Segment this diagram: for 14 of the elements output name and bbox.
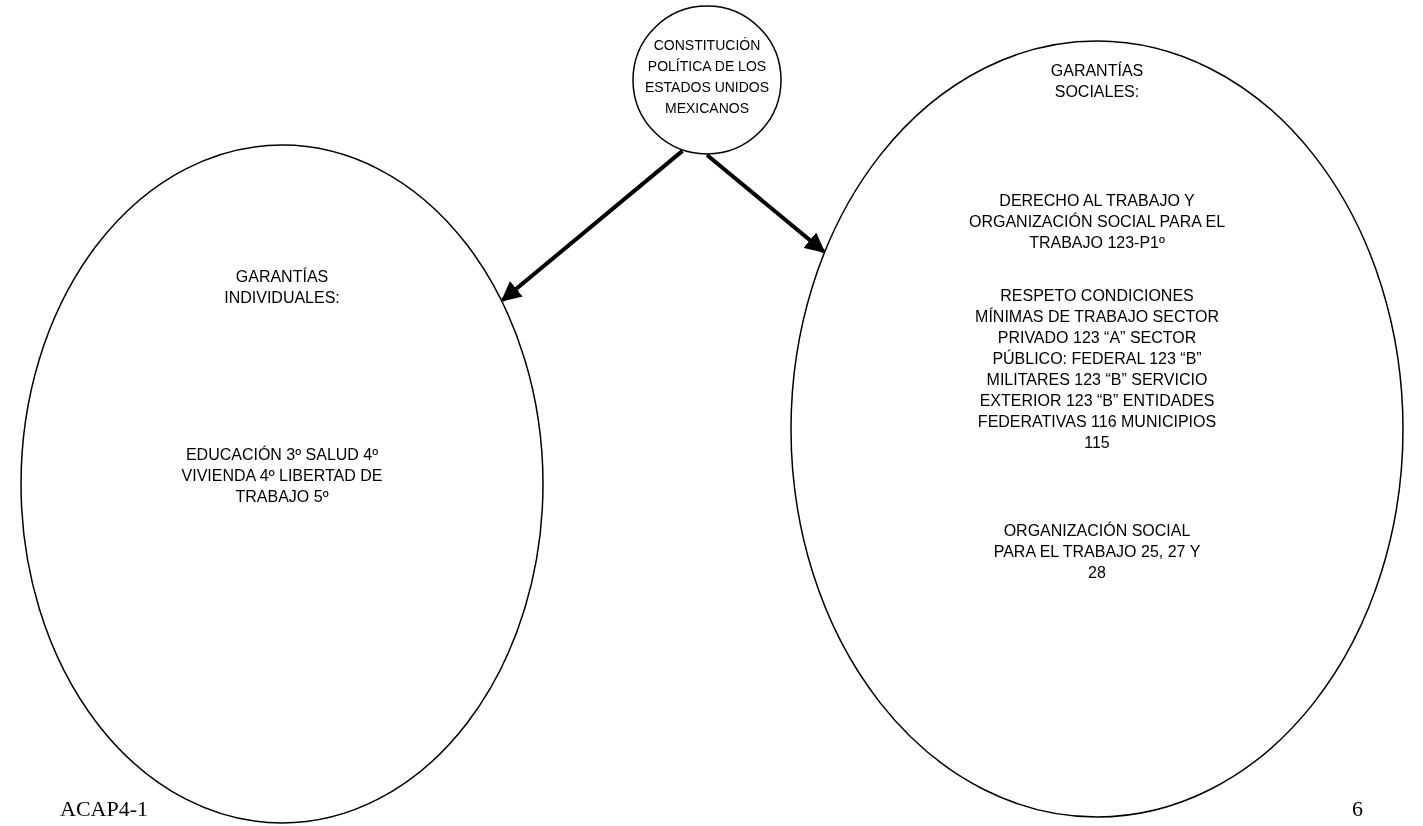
node-heading: GARANTÍAS INDIVIDUALES: bbox=[223, 266, 341, 308]
node-text: RESPETO CONDICIONES MÍNIMAS DE TRABAJO SECTOR PRIVADO 123 “A” SECTOR PÚBLICO: FEDERAL 123 “B” MILITARES 123 “B” SERVICIO EXTERIOR 123 “B” ENTIDADES FEDERATIVAS 116 MUNICIPIOS 115 bbox=[974, 286, 1220, 453]
ellipse-node bbox=[20, 144, 544, 824]
node-heading: GARANTÍAS SOCIALES: bbox=[1049, 60, 1145, 102]
arrow bbox=[500, 149, 684, 302]
node-heading: CONSTITUCIÓN POLÍTICA DE LOS ESTADOS UNIDOS MEXICANOS bbox=[643, 36, 771, 118]
document-code: ACAP4-1 bbox=[60, 796, 148, 822]
node-text: EDUCACIÓN 3º SALUD 4º VIVIENDA 4º LIBERTAD DE TRABAJO 5º bbox=[180, 444, 384, 507]
node-text: ORGANIZACIÓN SOCIAL PARA EL TRABAJO 25, 27 Y 28 bbox=[992, 520, 1202, 583]
node-text: DERECHO AL TRABAJO Y ORGANIZACIÓN SOCIAL PARA EL TRABAJO 123-P1º bbox=[967, 191, 1227, 253]
page-number: 6 bbox=[1352, 796, 1363, 822]
arrow bbox=[705, 153, 826, 254]
ellipse-node bbox=[790, 40, 1404, 818]
circle-node bbox=[632, 5, 782, 155]
